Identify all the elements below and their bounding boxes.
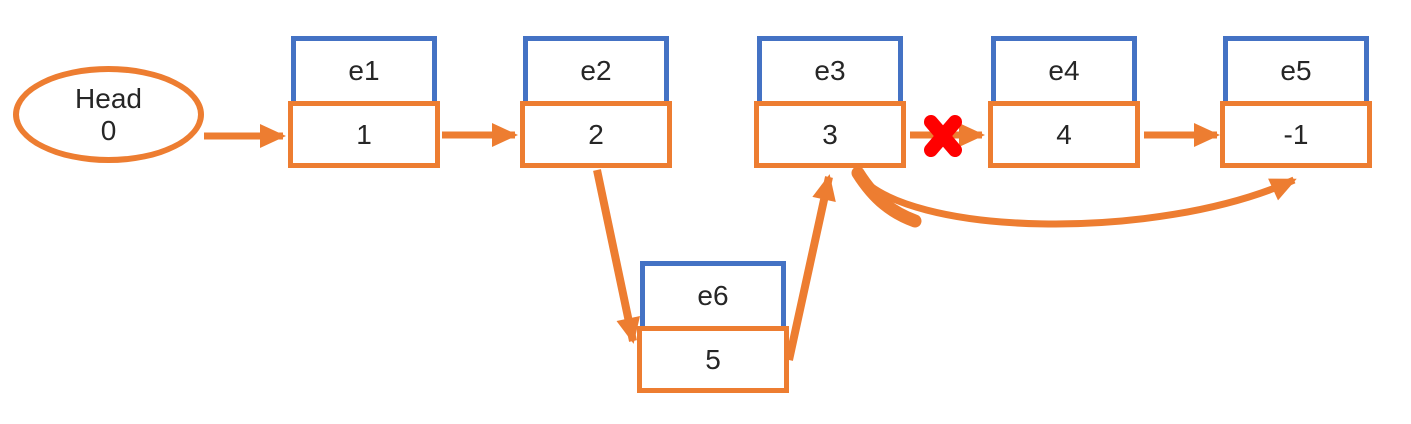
node-e2-value: 2: [588, 118, 604, 150]
head-node-label: Head: [75, 82, 142, 114]
node-e2-value-box: 2: [520, 101, 672, 168]
arrow-e3-to-e5-curve: [855, 171, 1297, 228]
node-e2: e2 2: [520, 36, 672, 168]
node-e1-label: e1: [348, 55, 380, 86]
node-e3-label-box: e3: [757, 36, 903, 101]
node-e5-value: -1: [1283, 118, 1309, 150]
arrow-e6-to-e3: [785, 174, 836, 361]
head-node-value: 0: [100, 114, 117, 146]
node-e4-label: e4: [1048, 55, 1080, 86]
node-e5: e5 -1: [1220, 36, 1372, 168]
node-e6-label-box: e6: [640, 261, 786, 326]
node-e4-label-box: e4: [991, 36, 1137, 101]
node-e6-value-box: 5: [637, 326, 789, 393]
node-e1: e1 1: [288, 36, 440, 168]
node-e5-label: e5: [1280, 55, 1312, 86]
arrow-e3-to-e5-taper: [851, 166, 922, 228]
arrow-e2-to-e6: [593, 169, 641, 344]
node-e2-label: e2: [580, 55, 612, 86]
node-e4-value-box: 4: [988, 101, 1140, 168]
node-e6-label: e6: [697, 280, 729, 311]
node-e4: e4 4: [988, 36, 1140, 168]
node-e5-value-box: -1: [1220, 101, 1372, 168]
node-e5-label-box: e5: [1223, 36, 1369, 101]
red-cross-icon: [924, 115, 962, 157]
head-node: Head 0: [13, 66, 204, 163]
node-e1-value-box: 1: [288, 101, 440, 168]
node-e1-label-box: e1: [291, 36, 437, 101]
node-e1-value: 1: [356, 118, 372, 150]
node-e3-value: 3: [822, 118, 838, 150]
node-e3-label: e3: [814, 55, 846, 86]
node-e3-value-box: 3: [754, 101, 906, 168]
node-e3: e3 3: [754, 36, 906, 168]
node-e4-value: 4: [1056, 118, 1072, 150]
node-e6-value: 5: [705, 343, 721, 375]
node-e2-label-box: e2: [523, 36, 669, 101]
node-e6: e6 5: [637, 261, 789, 393]
